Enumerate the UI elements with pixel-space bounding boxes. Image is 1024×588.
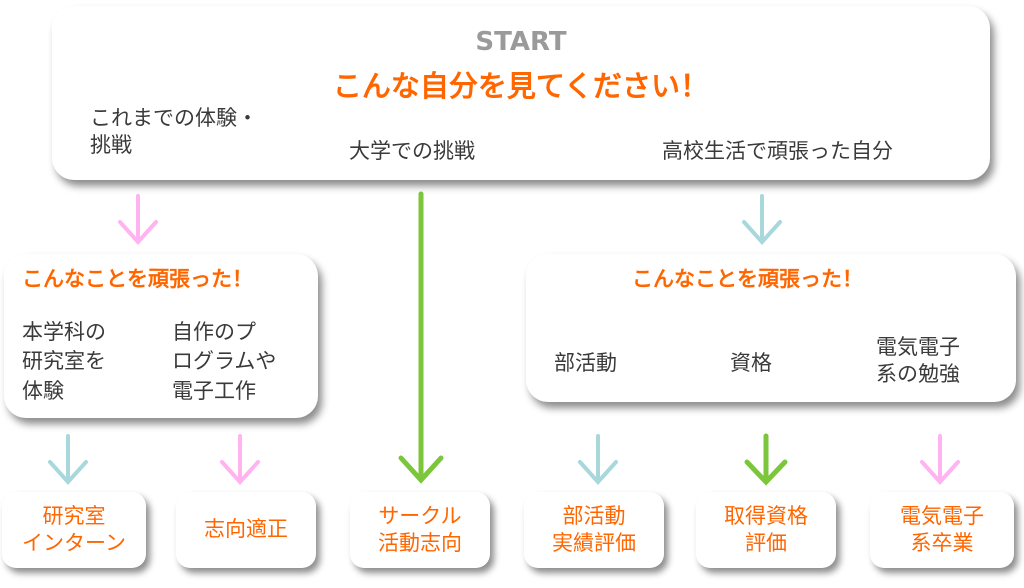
left-item-program: 自作のプ ログラムや 電子工作: [172, 320, 277, 403]
result-lab-internship: 研究室 インターン: [2, 492, 146, 568]
arrow-right-3: [920, 434, 960, 485]
arrow-center-long: [398, 191, 444, 484]
result-ee-graduate: 電気電子 系卒業: [870, 492, 1014, 568]
right-item-club: 部活動: [554, 351, 617, 375]
arrow-top-right: [742, 194, 782, 245]
arrow-right-2: [744, 433, 788, 486]
result-club-record: 部活動 実績評価: [524, 492, 664, 568]
headline: こんな自分を見てください！: [332, 69, 710, 103]
arrow-left-2: [220, 434, 260, 485]
branch-center-label: 大学での挑戦: [349, 139, 475, 163]
right-effort-title: こんなことを頑張った！: [632, 267, 863, 291]
right-item-study: 電気電子 系の勉強: [876, 335, 960, 387]
start-box: [52, 6, 990, 180]
arrow-top-left: [118, 194, 158, 245]
left-effort-box: [4, 254, 318, 418]
right-effort-box: [526, 254, 1016, 402]
branch-left-label: これまでの体験・ 挑戦: [90, 106, 258, 158]
branch-right-label: 高校生活で頑張った自分: [662, 139, 893, 163]
arrow-right-1: [578, 434, 618, 485]
left-effort-title: こんなことを頑張った！: [22, 267, 253, 291]
result-aptitude: 志向適正: [176, 492, 316, 568]
result-qualification-eval: 取得資格 評価: [696, 492, 836, 568]
start-label: START: [475, 27, 567, 57]
arrow-left-1: [48, 434, 88, 485]
right-item-qualification: 資格: [730, 351, 772, 375]
left-item-lab: 本学科の 研究室を 体験: [22, 320, 106, 403]
result-circle-activity: サークル 活動志向: [350, 492, 490, 568]
